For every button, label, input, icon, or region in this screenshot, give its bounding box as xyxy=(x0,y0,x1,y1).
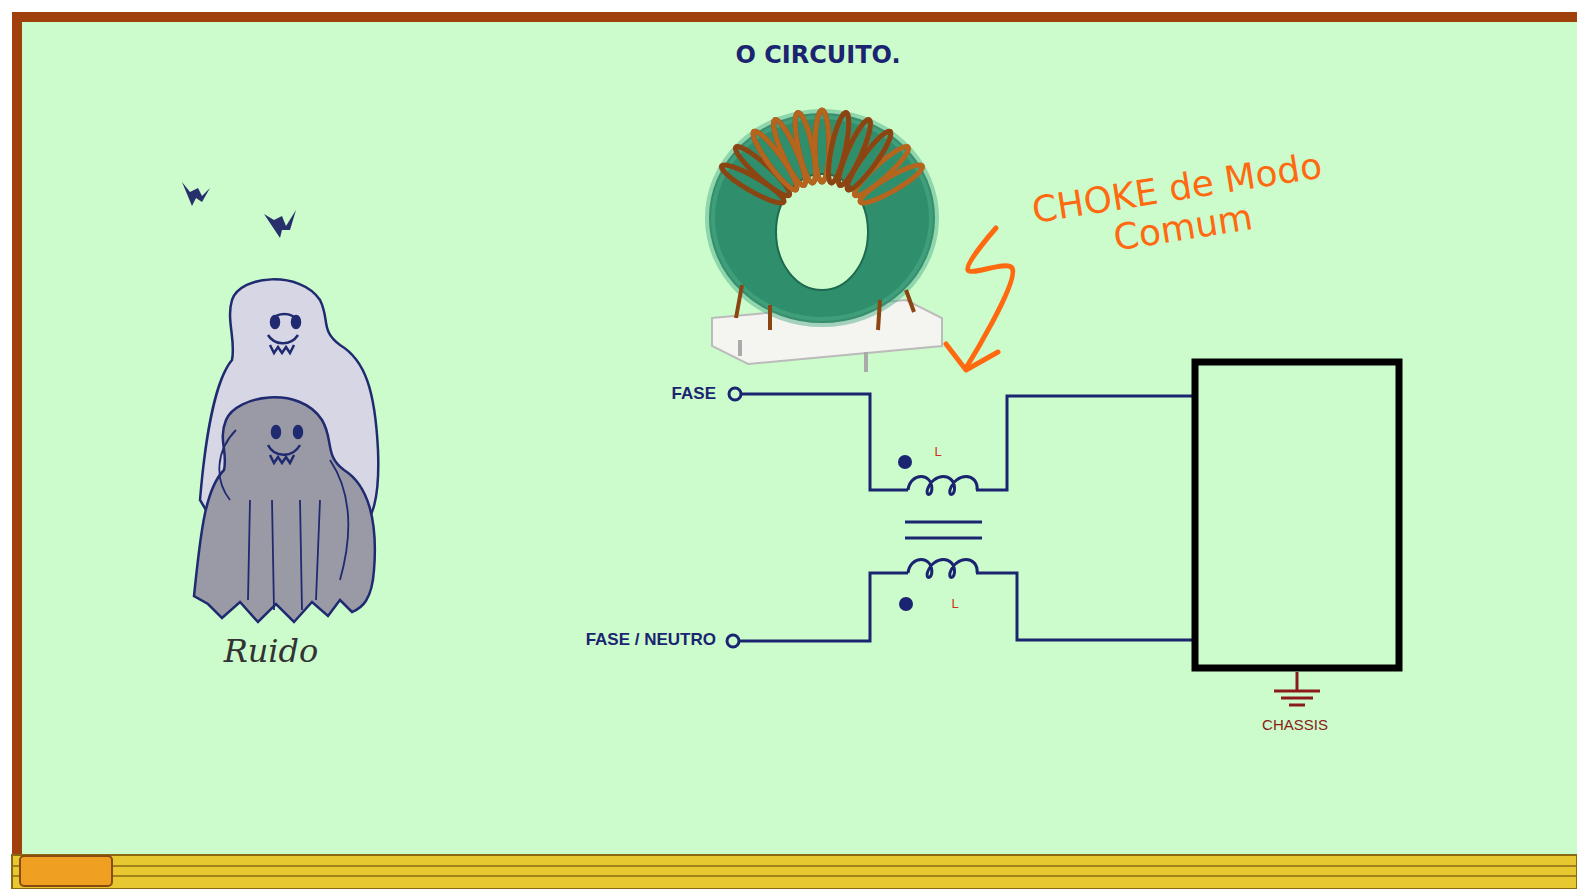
inductor-label: L xyxy=(934,445,941,459)
callout-arrow xyxy=(966,228,1013,368)
bat xyxy=(264,210,296,238)
title: O CIRCUITO. xyxy=(735,42,900,68)
terminal-label: FASE / NEUTRO xyxy=(586,631,716,650)
terminal-label: FASE xyxy=(672,385,716,404)
polarity-dot xyxy=(898,455,912,469)
illustration-label: Ruido xyxy=(224,634,319,669)
chassis-ground-symbol xyxy=(1274,672,1320,705)
terminal xyxy=(729,388,741,400)
choke-picture xyxy=(710,110,942,372)
ground-label: CHASSIS xyxy=(1262,717,1328,734)
arrow-head xyxy=(946,344,998,370)
wire xyxy=(739,573,908,641)
core-line xyxy=(905,521,982,524)
wire xyxy=(741,394,908,490)
core-line xyxy=(905,537,982,540)
wire xyxy=(976,573,1195,640)
bottom-bar xyxy=(12,855,1577,889)
wire xyxy=(976,396,1195,490)
bat xyxy=(182,182,210,206)
inductor-label: L xyxy=(951,597,958,611)
schematic xyxy=(727,388,1195,647)
inductor-symbol xyxy=(908,560,977,578)
board xyxy=(12,12,1577,889)
terminal xyxy=(727,635,739,647)
inductor-symbol xyxy=(908,477,977,495)
tab xyxy=(20,856,112,886)
callout-text: CHOKE de Modo Comum xyxy=(1026,145,1335,270)
frame-top xyxy=(12,12,1577,22)
frame-left xyxy=(12,12,22,889)
load-box xyxy=(1195,362,1399,668)
polarity-dot xyxy=(899,597,913,611)
ghost-illustration xyxy=(194,279,378,622)
